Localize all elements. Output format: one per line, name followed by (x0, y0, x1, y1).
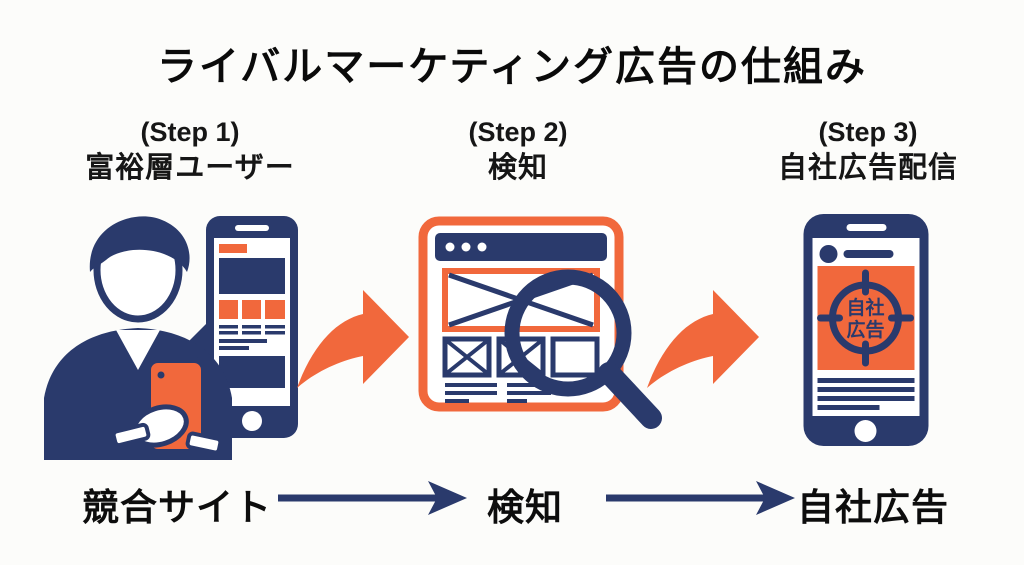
step3-number: (Step 3) (818, 117, 918, 147)
right-arrow-icon (606, 481, 795, 515)
step2-name: 検知 (487, 151, 548, 184)
curved-arrow-icon (297, 290, 409, 388)
phone-target-illustration: 自社 広告 (803, 214, 929, 446)
flow-arrow-icon-2 (606, 480, 796, 516)
step1-name: 富裕層ユーザー (85, 151, 295, 184)
businessman-icon (44, 216, 232, 460)
step3-name: 自社広告配信 (777, 151, 958, 184)
flow-label-competitor-site: 競合サイト (82, 487, 272, 528)
detection-browser-icon (413, 213, 665, 448)
curved-arrow-icon-2 (642, 280, 764, 392)
ad-text-line1: 自社 (846, 296, 884, 319)
page-title: ライバルマーケティング広告の仕組み (157, 45, 867, 89)
step1-label-block: (Step 1) 富裕層ユーザー (58, 116, 322, 186)
callout-phone-icon (206, 216, 298, 438)
curved-arrow-icon (647, 290, 759, 388)
step1-number: (Step 1) (140, 117, 240, 147)
crosshair-target-icon (817, 269, 914, 367)
flow-label-detection: 検知 (487, 487, 563, 528)
flow-label-own-ad: 自社広告 (797, 487, 949, 528)
wealthy-user-icon (30, 202, 302, 460)
curved-arrow-icon-1 (292, 280, 414, 392)
user-smartphone-illustration (44, 216, 298, 460)
browser-magnifier-illustration (418, 216, 662, 429)
step2-number: (Step 2) (468, 117, 568, 147)
step2-label-block: (Step 2) 検知 (418, 116, 618, 186)
ad-text-line2: 広告 (846, 318, 884, 341)
flow-arrow-icon-1 (278, 480, 468, 516)
magnifier-icon (504, 269, 662, 429)
step3-label-block: (Step 3) 自社広告配信 (756, 116, 980, 186)
right-arrow-icon (278, 481, 467, 515)
target-ad-phone-icon: 自社 広告 (798, 210, 934, 452)
